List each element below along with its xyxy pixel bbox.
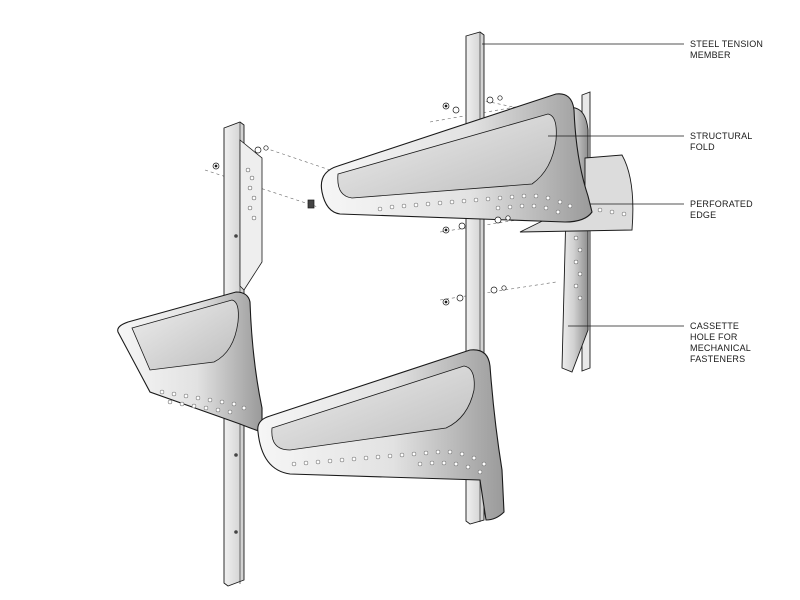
callout-line: CASSETTE <box>690 321 740 331</box>
callout-line: FASTENERS <box>690 354 746 364</box>
callout-line: HOLE FOR <box>690 332 738 342</box>
callout-cassette-hole: CASSETTE HOLE FOR MECHANICAL FASTENERS <box>690 321 751 365</box>
callout-leaders <box>482 43 684 327</box>
lower-center-cassette <box>257 349 505 521</box>
washer-icon <box>456 294 464 302</box>
callout-line: MECHANICAL <box>690 343 752 353</box>
left-wall-panel <box>239 139 263 291</box>
callout-perforated-edge: PERFORATED EDGE <box>690 199 753 221</box>
callout-line: STEEL TENSION <box>690 39 764 49</box>
callout-line: PERFORATED <box>690 199 753 209</box>
callout-line: MEMBER <box>690 50 731 60</box>
washer-icon <box>452 106 460 114</box>
washer-icon <box>494 216 502 224</box>
callout-steel-tension-member: STEEL TENSION MEMBER <box>690 39 763 61</box>
callout-line: STRUCTURAL <box>690 131 753 141</box>
lower-center-perforated-edge <box>291 449 487 475</box>
lower-left-perforated-edge <box>159 389 247 415</box>
lower-left-cassette <box>117 291 263 433</box>
callout-line: FOLD <box>690 142 715 152</box>
washer-icon <box>490 286 498 294</box>
washer-icon <box>486 96 494 104</box>
fasteners <box>212 95 511 306</box>
callout-line: EDGE <box>690 210 717 220</box>
washer-icon <box>254 146 262 154</box>
upper-cassette <box>320 93 634 233</box>
clip-icon <box>307 199 315 209</box>
upper-perforated-edge <box>377 193 627 217</box>
washer-icon <box>458 222 466 230</box>
callout-structural-fold: STRUCTURAL FOLD <box>690 131 753 153</box>
